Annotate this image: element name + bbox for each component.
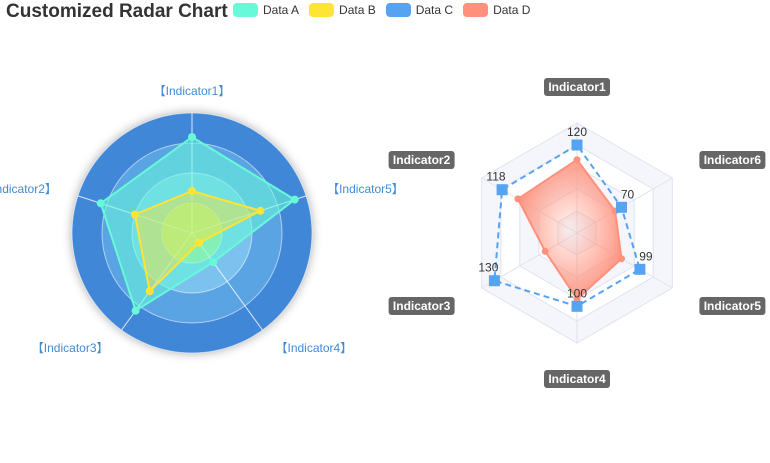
right-indicator-label-6: Indicator6 xyxy=(704,153,762,167)
right-indicator-badge-6 xyxy=(699,151,766,169)
legend-item-data-c[interactable]: Data C xyxy=(385,3,454,17)
right-indicator-label-1: Indicator1 xyxy=(548,80,606,94)
right-indicator-label-4: Indicator4 xyxy=(548,372,606,386)
left-series-data-b-point-5 xyxy=(256,206,265,215)
legend-label-data-b: Data B xyxy=(339,3,376,17)
legend-label-data-c: Data C xyxy=(415,3,454,17)
left-radar: 【Indicator1】【Indicator2】【Indicator3】 【Ind… xyxy=(0,84,404,355)
left-series-data-a-point-4 xyxy=(209,258,218,267)
right-series-data-c-point-4 xyxy=(571,300,583,312)
right-series-data-d-point-1 xyxy=(573,156,581,164)
legend-label-data-d: Data D xyxy=(493,3,531,17)
right-series-data-c-value-label-5: 99 xyxy=(639,249,653,263)
legend-swatch-data-d xyxy=(463,3,489,17)
right-series-data-d-point-2 xyxy=(514,195,522,203)
legend-item-data-a[interactable]: Data A xyxy=(233,3,299,17)
left-series-data-b-point-1 xyxy=(188,187,196,195)
left-series-data-a-point-3 xyxy=(131,306,140,315)
left-series-data-a-point-1 xyxy=(188,133,196,141)
chart-title: Customized Radar Chart xyxy=(6,1,228,22)
left-series-data-b-point-3 xyxy=(145,287,154,296)
legend-swatch-data-a xyxy=(233,3,258,17)
right-series-data-c-value-label-1: 120 xyxy=(567,125,587,139)
right-indicator-label-5: Indicator5 xyxy=(704,299,762,313)
right-radar: 1201181301009970Indicator1Indicator2Indi… xyxy=(388,78,766,388)
right-series-data-d-point-4 xyxy=(573,295,581,303)
right-indicator-label-3: Indicator3 xyxy=(393,299,451,313)
right-indicator-badge-4 xyxy=(544,370,610,388)
right-indicator-badge-1 xyxy=(544,78,610,96)
left-indicator-label-4: 【Indicator4】 xyxy=(276,341,353,355)
right-indicator-label-2: Indicator2 xyxy=(393,153,451,167)
right-series-data-d-point-3 xyxy=(541,247,549,255)
right-indicator-badge-5 xyxy=(699,297,766,315)
left-indicator-label-2: 【Indicator2】 xyxy=(0,182,57,196)
right-series-data-c-point-1 xyxy=(571,139,583,151)
right-series-data-c-point-2 xyxy=(496,184,508,196)
left-series-data-a-area xyxy=(99,136,296,312)
legend-item-data-b[interactable]: Data B xyxy=(309,3,376,17)
left-indicator-label-3: 【Indicator3】 xyxy=(32,341,109,355)
left-series-data-b-point-4 xyxy=(195,238,204,247)
legend-swatch-data-c xyxy=(385,3,411,17)
left-indicator-label-5: 【Indicator5】 xyxy=(327,182,404,196)
right-series-data-c-value-label-4: 100 xyxy=(567,286,587,300)
right-series-data-c-point-6 xyxy=(616,201,627,213)
right-series-data-c-value-label-6: 70 xyxy=(621,187,635,201)
right-series-data-c-point-3 xyxy=(488,275,500,287)
legend-label-data-a: Data A xyxy=(263,3,300,17)
legend-item-data-d[interactable]: Data D xyxy=(463,3,530,17)
right-series-data-c-value-label-3: 130 xyxy=(478,261,498,275)
left-series-data-b-point-2 xyxy=(130,210,139,219)
legend-swatch-data-b xyxy=(309,3,335,17)
left-series-data-a-point-5 xyxy=(290,195,299,204)
right-series-data-c-point-5 xyxy=(634,263,646,275)
left-series-data-a-point-2 xyxy=(96,199,105,208)
right-indicator-badge-2 xyxy=(388,151,455,169)
right-series-data-d-point-5 xyxy=(618,255,625,263)
legend: Data A Data B Data C Data D xyxy=(233,3,540,17)
right-series-data-c-value-label-2: 118 xyxy=(486,170,505,184)
right-indicator-badge-3 xyxy=(388,297,455,315)
left-indicator-label-1: 【Indicator1】 xyxy=(154,84,231,98)
